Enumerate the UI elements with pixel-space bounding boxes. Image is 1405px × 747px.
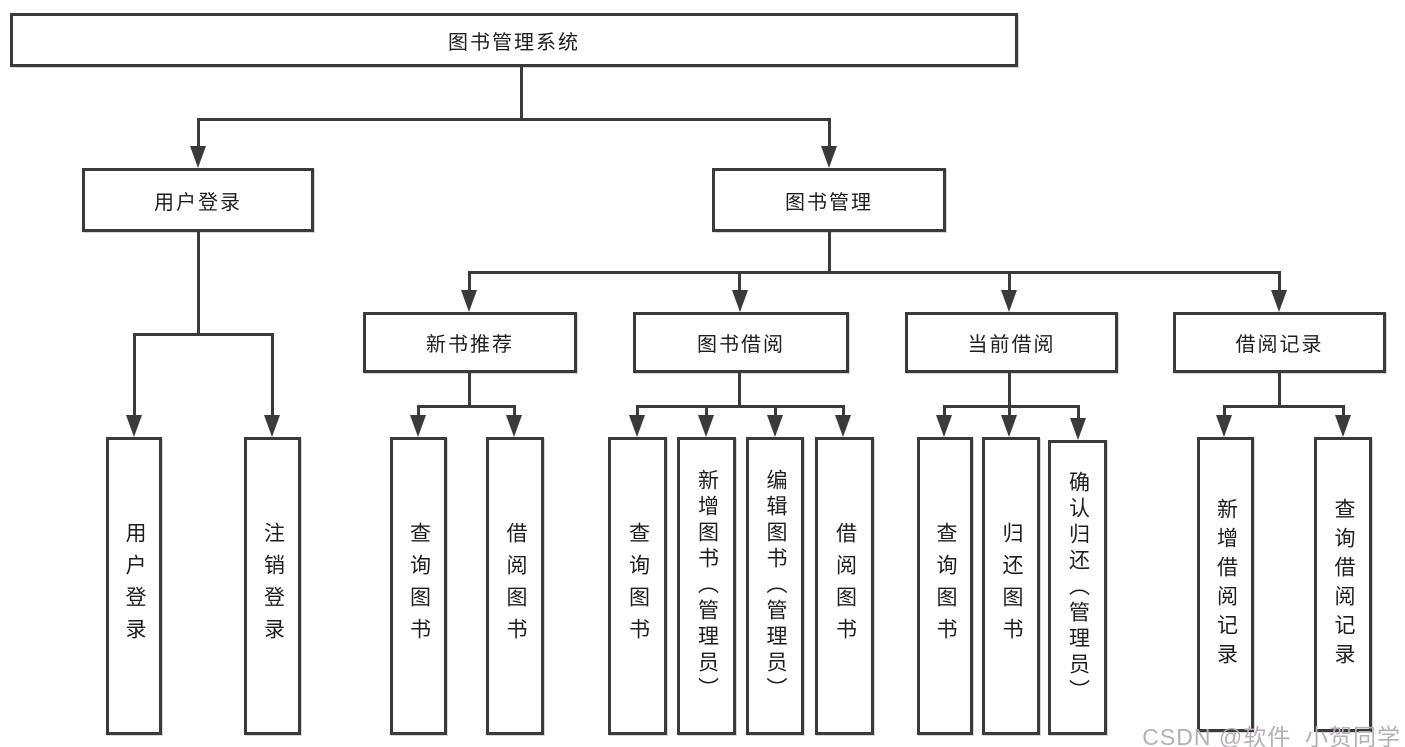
- connector-level2-left-stem: [197, 118, 200, 147]
- leaf-label: 新增借阅记录: [1214, 497, 1238, 672]
- leaf-label: 确认归还（管理员）: [1066, 470, 1090, 705]
- node-user-login: 用户登录: [82, 168, 314, 232]
- node-leaf-query-borrow-record: 查询借阅记录: [1314, 437, 1372, 732]
- arrow-down-icon: [461, 290, 477, 312]
- node-root-label: 图书管理系统: [448, 31, 580, 54]
- csdn-watermark: CSDN @软件_小贺同学: [1142, 724, 1401, 747]
- node-leaf-query-books-current: 查询图书: [917, 437, 973, 735]
- arrow-down-icon: [629, 415, 645, 437]
- connector-bookborrow-leaf4-stem: [842, 405, 845, 417]
- arrow-down-icon: [767, 415, 783, 437]
- node-label: 当前借阅: [967, 334, 1056, 356]
- connector-newbook-stem: [468, 373, 471, 408]
- node-leaf-return-books: 归还图书: [982, 437, 1040, 735]
- leaf-label: 查询图书: [407, 522, 431, 650]
- connector-level3-stem-1: [468, 271, 471, 292]
- arrow-down-icon: [264, 415, 280, 437]
- leaf-label: 查询借阅记录: [1332, 497, 1355, 672]
- node-leaf-add-books-admin: 新增图书（管理员）: [677, 437, 736, 735]
- connector-records-leaf2-stem: [1342, 405, 1345, 417]
- leaf-label: 编辑图书（管理员）: [764, 469, 787, 703]
- connector-records-branch: [1223, 405, 1345, 408]
- arrow-down-icon: [1216, 415, 1232, 437]
- node-current-borrow: 当前借阅: [905, 312, 1118, 373]
- leaf-label: 用户登录: [123, 522, 146, 650]
- connector-user-login-stem: [197, 232, 200, 336]
- node-leaf-user-login: 用户登录: [106, 437, 162, 735]
- node-label: 图书借阅: [697, 334, 785, 356]
- node-leaf-query-books-newbook: 查询图书: [390, 437, 447, 735]
- node-leaf-confirm-return-admin: 确认归还（管理员）: [1048, 440, 1107, 735]
- connector-level3-stem-4: [1278, 271, 1281, 292]
- arrow-down-icon: [126, 415, 142, 437]
- node-leaf-query-books-borrow: 查询图书: [608, 437, 667, 735]
- arrow-down-icon: [1001, 415, 1017, 437]
- arrow-down-icon: [936, 415, 952, 437]
- connector-records-leaf1-stem: [1223, 405, 1226, 417]
- node-leaf-add-borrow-record: 新增借阅记录: [1197, 437, 1254, 732]
- arrow-down-icon: [698, 415, 714, 437]
- node-leaf-edit-books-admin: 编辑图书（管理员）: [746, 437, 804, 735]
- connector-bookborrow-stem: [738, 373, 741, 408]
- leaf-label: 新增图书（管理员）: [695, 469, 719, 703]
- arrow-down-icon: [506, 415, 522, 437]
- connector-level2-right-stem: [828, 118, 831, 147]
- arrow-down-icon: [835, 415, 851, 437]
- connector-bookborrow-leaf2-stem: [705, 405, 708, 417]
- node-user-login-label: 用户登录: [154, 191, 242, 214]
- arrow-down-icon: [1271, 290, 1287, 312]
- node-leaf-logout-login: 注销登录: [244, 437, 301, 735]
- leaf-label: 归还图书: [1000, 522, 1023, 650]
- node-new-book-recommend: 新书推荐: [363, 312, 577, 373]
- leaf-label: 查询图书: [626, 522, 650, 650]
- node-label: 新书推荐: [426, 334, 514, 356]
- node-book-management-label: 图书管理: [785, 191, 873, 214]
- leaf-label: 借阅图书: [833, 522, 857, 650]
- arrow-down-icon: [821, 146, 837, 168]
- connector-book-management-stem: [828, 232, 831, 274]
- connector-root-trunk: [520, 67, 523, 120]
- arrow-down-icon: [1335, 415, 1351, 437]
- connector-records-stem: [1278, 373, 1281, 408]
- arrow-down-icon: [190, 146, 206, 168]
- connector-currentborrow-branch: [943, 405, 1080, 408]
- arrow-down-icon: [410, 415, 426, 437]
- node-book-management: 图书管理: [712, 168, 946, 232]
- connector-newbook-leaf1-stem: [417, 405, 420, 417]
- connector-currentborrow-stem: [1008, 373, 1011, 408]
- connector-bookborrow-branch: [636, 405, 845, 408]
- connector-level3-stem-2: [738, 271, 741, 292]
- arrow-down-icon: [1070, 418, 1086, 440]
- connector-newbook-leaf2-stem: [513, 405, 516, 417]
- node-leaf-borrow-books-newbook: 借阅图书: [486, 437, 544, 735]
- connector-newbook-branch: [417, 405, 516, 408]
- connector-currentborrow-leaf3-stem: [1077, 405, 1080, 419]
- node-root: 图书管理系统: [10, 13, 1018, 67]
- connector-user-login-leaf1-stem: [133, 333, 136, 415]
- arrow-down-icon: [1001, 290, 1017, 312]
- connector-level3-stem-3: [1008, 271, 1011, 292]
- arrow-down-icon: [732, 290, 748, 312]
- connector-user-login-leaf2-stem: [271, 333, 274, 415]
- leaf-label: 注销登录: [261, 522, 285, 650]
- connector-bookborrow-leaf1-stem: [636, 405, 639, 417]
- node-borrow-records: 借阅记录: [1173, 312, 1386, 373]
- node-label: 借阅记录: [1235, 334, 1324, 356]
- node-leaf-borrow-books-borrow: 借阅图书: [815, 437, 874, 735]
- leaf-label: 借阅图书: [504, 522, 527, 650]
- connector-level3-branch: [468, 271, 1281, 274]
- connector-currentborrow-leaf1-stem: [943, 405, 946, 417]
- node-book-borrow: 图书借阅: [633, 312, 849, 373]
- connector-level2-branch: [197, 118, 831, 121]
- connector-bookborrow-leaf3-stem: [774, 405, 777, 417]
- connector-user-login-branch: [133, 333, 274, 336]
- connector-currentborrow-leaf2-stem: [1008, 405, 1011, 417]
- leaf-label: 查询图书: [934, 522, 957, 650]
